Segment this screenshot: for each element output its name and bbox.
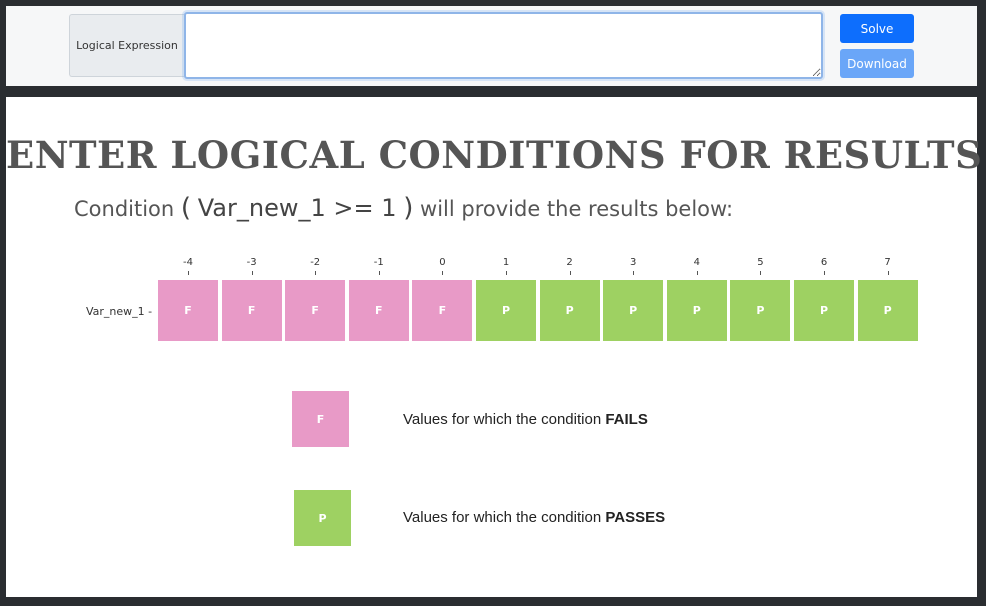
tick-mark — [696, 271, 698, 275]
expression-input[interactable] — [184, 12, 823, 79]
panel-heading: ENTER LOGICAL CONDITIONS FOR RESULTS — [6, 133, 983, 177]
legend-fail-word: FAILS — [605, 411, 648, 428]
open-paren: ( — [180, 193, 192, 223]
legend-pass-description: Values for which the condition — [403, 509, 602, 526]
solve-button[interactable]: Solve — [840, 14, 914, 43]
legend-pass-symbol: P — [318, 511, 327, 525]
legend-fail-text: Values for which the condition FAILS — [403, 411, 648, 428]
fail-cell: F — [348, 280, 409, 341]
tick-label: 5 — [757, 257, 764, 268]
pass-cell: P — [857, 280, 918, 341]
fail-cell: F — [412, 280, 473, 341]
pass-cell: P — [730, 280, 791, 341]
pass-cell: P — [666, 280, 727, 341]
tick-mark — [251, 271, 253, 275]
legend-fail-symbol: F — [316, 412, 325, 426]
tick-label: 4 — [693, 257, 700, 268]
tick-mark — [315, 271, 317, 275]
legend-pass-text: Values for which the condition PASSES — [403, 509, 665, 526]
results-panel: ENTER LOGICAL CONDITIONS FOR RESULTS Con… — [6, 97, 983, 597]
tick-mark — [760, 271, 762, 275]
value-axis: -4 -3 -2 -1 0 1 2 3 4 5 6 7 — [6, 257, 977, 277]
legend-pass-swatch: P — [294, 490, 351, 546]
tick-mark — [633, 271, 635, 275]
tick-label: 1 — [502, 257, 510, 268]
pass-cell: P — [539, 280, 600, 341]
legend-fail-swatch: F — [292, 391, 349, 447]
tick-mark — [824, 271, 825, 275]
pass-cell: P — [603, 280, 664, 341]
legend-pass-word: PASSES — [605, 509, 666, 526]
tick-label: -2 — [310, 257, 321, 268]
close-paren: ) — [403, 193, 414, 223]
variable-row-label: Var_new_1 - — [86, 305, 153, 318]
tick-mark — [887, 271, 889, 275]
tick-mark — [506, 271, 507, 275]
tick-mark — [569, 271, 571, 275]
tick-mark — [378, 271, 380, 275]
legend-fail-description: Values for which the condition — [403, 411, 602, 428]
condition-expression: Var_new_1 >= 1 — [197, 194, 397, 222]
fail-cell: F — [158, 280, 218, 341]
tick-mark — [188, 271, 189, 275]
expression-label: Logical Expression — [69, 14, 184, 77]
condition-prefix: Condition — [74, 197, 175, 221]
fail-cell: F — [221, 280, 282, 341]
tick-label: 3 — [630, 257, 637, 268]
tick-label: -1 — [373, 257, 384, 268]
tick-label: 7 — [884, 257, 891, 268]
condition-suffix: will provide the results below: — [420, 197, 734, 221]
download-button[interactable]: Download — [840, 49, 914, 78]
tick-label: -3 — [246, 257, 257, 268]
pass-cell: P — [476, 280, 536, 341]
tick-label: 0 — [439, 257, 446, 268]
expression-toolbar: Logical Expression Solve Download — [6, 6, 977, 86]
tick-label: 6 — [820, 257, 828, 268]
pass-cell: P — [794, 280, 854, 341]
condition-sentence: Condition ( Var_new_1 >= 1 ) will provid… — [74, 193, 733, 223]
tick-label: -4 — [183, 257, 193, 268]
tick-label: 2 — [566, 257, 573, 268]
fail-cell: F — [285, 280, 346, 341]
tick-mark — [442, 271, 444, 275]
